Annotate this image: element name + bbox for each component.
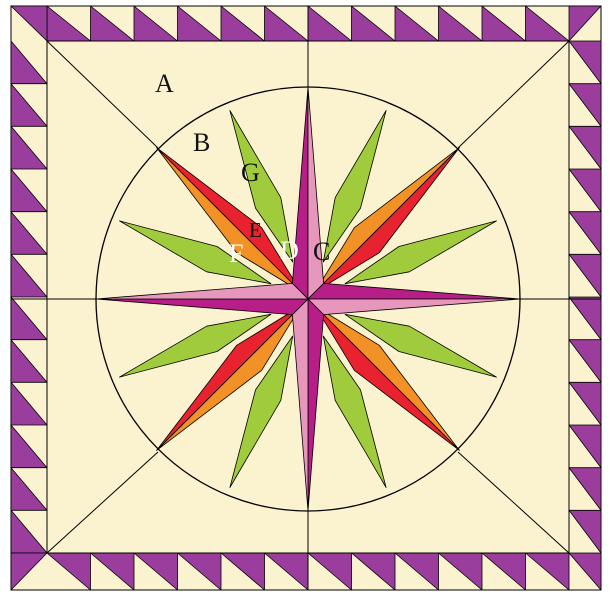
label-d: D (280, 236, 299, 265)
label-e: E (249, 218, 262, 242)
label-f: F (229, 239, 243, 268)
label-a: A (155, 69, 174, 98)
compass-star (96, 87, 520, 511)
label-c: C (313, 237, 330, 266)
label-g: G (241, 158, 260, 187)
label-b: B (193, 128, 210, 157)
